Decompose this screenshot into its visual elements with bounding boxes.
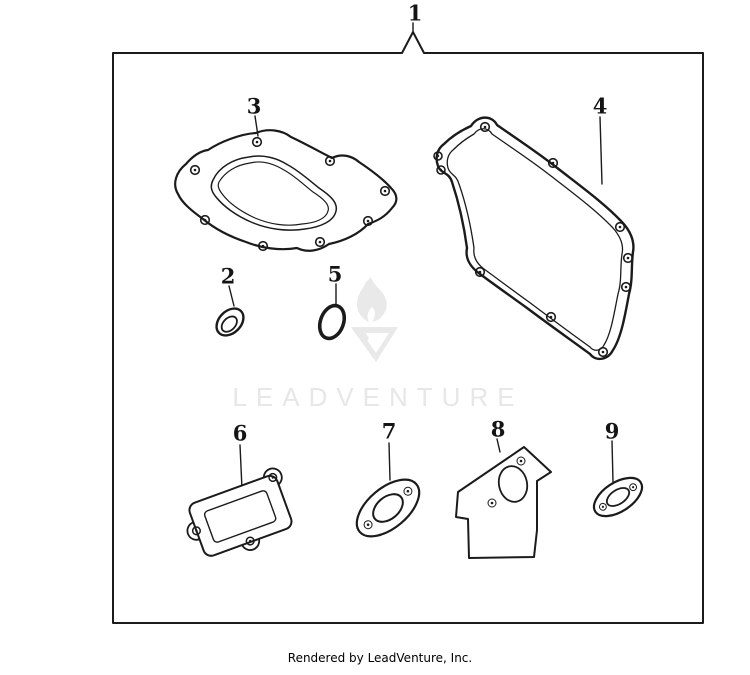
callout-leader-lines <box>228 22 614 490</box>
diagram-border <box>112 31 704 624</box>
callout-4[interactable]: 4 <box>592 93 608 119</box>
leadventure-watermark-text: LEADVENTURE <box>232 382 524 412</box>
callout-3[interactable]: 3 <box>246 93 262 119</box>
callout-9[interactable]: 9 <box>604 418 620 444</box>
part-drawing-8-gasket <box>455 446 552 559</box>
part-drawing-7-gasket <box>355 478 421 538</box>
part-drawing-2-seal <box>215 307 245 337</box>
callout-7[interactable]: 7 <box>381 418 397 444</box>
part-drawing-4-gasket <box>433 116 635 361</box>
callout-6[interactable]: 6 <box>232 420 248 446</box>
leadventure-logo-watermark-icon <box>351 277 398 362</box>
part-drawing-3-gasket <box>174 129 398 252</box>
callout-5[interactable]: 5 <box>327 261 343 287</box>
part-drawing-6-gasket <box>186 467 293 557</box>
callout-8[interactable]: 8 <box>490 416 506 442</box>
callout-1[interactable]: 1 <box>407 0 423 26</box>
part-drawing-9-gasket <box>592 476 644 518</box>
rendered-by-credit: Rendered by LeadVenture, Inc. <box>287 651 473 665</box>
part-drawing-5-oring <box>317 303 347 341</box>
callout-2[interactable]: 2 <box>220 263 236 289</box>
